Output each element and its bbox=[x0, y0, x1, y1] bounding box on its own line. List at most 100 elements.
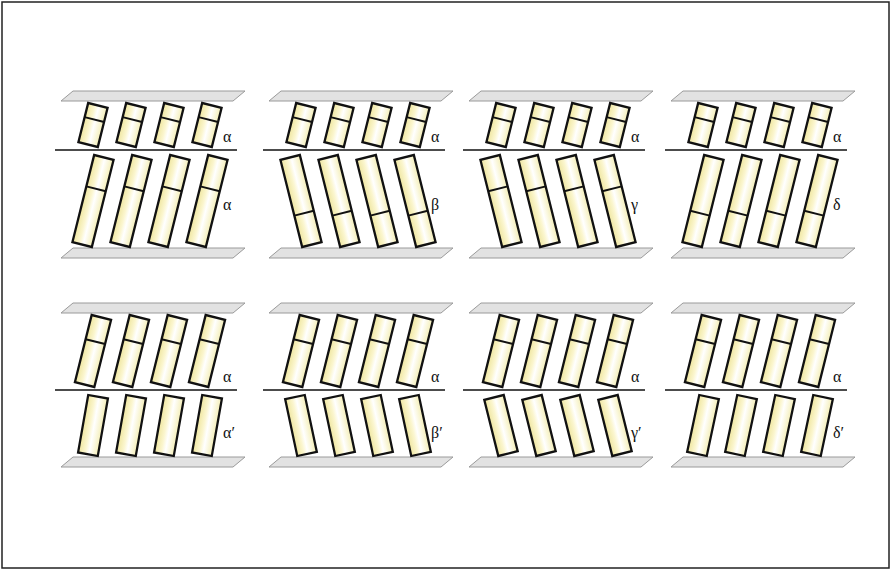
interface-line bbox=[263, 389, 445, 391]
molecule-body bbox=[600, 103, 629, 147]
molecule-body bbox=[802, 103, 831, 147]
molecule-body bbox=[480, 155, 521, 247]
molecule-split bbox=[728, 211, 747, 216]
substrate-plane bbox=[671, 303, 855, 313]
molecule bbox=[559, 315, 595, 387]
substrate-plane bbox=[469, 91, 653, 101]
molecule-body bbox=[286, 103, 315, 147]
molecule-body bbox=[559, 315, 595, 387]
molecule-body bbox=[189, 315, 225, 387]
molecule-body bbox=[685, 315, 721, 387]
molecule bbox=[151, 315, 187, 387]
molecule-split bbox=[162, 186, 181, 191]
molecule-split bbox=[734, 339, 753, 344]
molecule-split bbox=[564, 186, 583, 191]
molecule-body bbox=[324, 103, 353, 147]
molecule-body bbox=[359, 315, 395, 387]
molecule bbox=[361, 395, 393, 456]
molecule bbox=[186, 155, 227, 247]
layer-label: γ bbox=[631, 196, 638, 214]
molecule-body bbox=[598, 395, 631, 456]
molecule-body bbox=[154, 103, 183, 147]
molecule bbox=[723, 315, 759, 387]
molecule-split bbox=[199, 117, 218, 122]
molecule-split bbox=[570, 339, 589, 344]
molecule-split bbox=[493, 117, 512, 122]
molecule-body bbox=[720, 155, 761, 247]
bilayer-panel bbox=[665, 91, 855, 258]
molecule-body bbox=[192, 103, 221, 147]
molecule-body bbox=[723, 315, 759, 387]
molecule-split bbox=[124, 186, 143, 191]
molecule bbox=[802, 103, 831, 147]
molecule-split bbox=[369, 117, 388, 122]
molecule bbox=[720, 155, 761, 247]
molecule-body bbox=[362, 103, 391, 147]
molecule bbox=[484, 395, 517, 456]
molecule-body bbox=[758, 155, 799, 247]
molecule-split bbox=[332, 211, 351, 216]
molecule-split bbox=[408, 339, 427, 344]
molecule bbox=[113, 315, 149, 387]
molecule bbox=[560, 395, 593, 456]
substrate-plane bbox=[671, 91, 855, 101]
layer-label: β bbox=[431, 196, 439, 214]
molecule-body bbox=[524, 103, 553, 147]
molecule bbox=[283, 315, 319, 387]
layer-label: γ′ bbox=[631, 424, 642, 442]
molecule-split bbox=[331, 117, 350, 122]
molecule-body bbox=[682, 155, 723, 247]
molecule-body bbox=[361, 395, 393, 456]
molecule bbox=[359, 315, 395, 387]
interface-line bbox=[263, 149, 445, 151]
molecule-split bbox=[294, 211, 313, 216]
molecule-split bbox=[86, 186, 105, 191]
molecule-split bbox=[696, 339, 715, 344]
molecule bbox=[761, 315, 797, 387]
molecule-body bbox=[285, 395, 317, 456]
substrate-plane bbox=[269, 457, 453, 467]
molecule-body bbox=[801, 395, 833, 456]
bilayer-panel bbox=[665, 303, 855, 467]
molecule-split bbox=[804, 211, 823, 216]
interface-line bbox=[55, 389, 237, 391]
layer-label: α′ bbox=[223, 424, 235, 442]
molecule-body bbox=[799, 315, 835, 387]
molecule bbox=[154, 395, 184, 456]
molecule bbox=[682, 155, 723, 247]
molecule bbox=[597, 315, 633, 387]
molecule-body bbox=[597, 315, 633, 387]
molecule-body bbox=[192, 395, 222, 456]
molecule-body bbox=[397, 315, 433, 387]
molecule-body bbox=[687, 395, 719, 456]
molecule-body bbox=[522, 395, 555, 456]
substrate-plane bbox=[61, 248, 245, 258]
molecule bbox=[323, 395, 355, 456]
molecule-split bbox=[772, 339, 791, 344]
molecule-body bbox=[148, 155, 189, 247]
molecule-split bbox=[569, 117, 588, 122]
interface-line bbox=[55, 149, 237, 151]
molecule-body bbox=[725, 395, 757, 456]
interface-line bbox=[463, 149, 645, 151]
molecule-body bbox=[356, 155, 397, 247]
molecule-split bbox=[85, 117, 104, 122]
substrate-plane bbox=[269, 303, 453, 313]
molecule bbox=[725, 395, 757, 456]
molecule-split bbox=[370, 339, 389, 344]
molecule-split bbox=[494, 339, 513, 344]
substrate-plane bbox=[269, 91, 453, 101]
molecule bbox=[758, 155, 799, 247]
molecule bbox=[116, 103, 145, 147]
molecule-body bbox=[283, 315, 319, 387]
molecule-split bbox=[407, 117, 426, 122]
molecule bbox=[72, 155, 113, 247]
layer-label: δ′ bbox=[833, 424, 844, 442]
molecule bbox=[480, 155, 521, 247]
molecule bbox=[486, 103, 515, 147]
substrate-plane bbox=[671, 248, 855, 258]
layer-label: α bbox=[431, 128, 439, 146]
molecule-body bbox=[110, 155, 151, 247]
